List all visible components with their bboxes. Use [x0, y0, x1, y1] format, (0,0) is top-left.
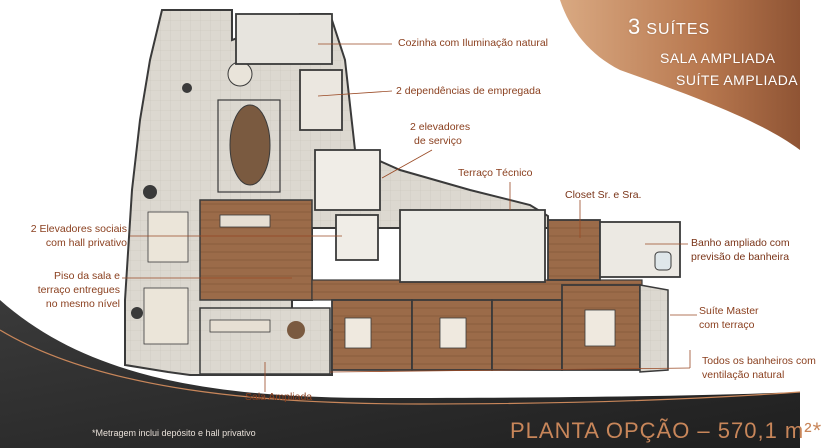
- label-piso-1: Piso da sala e: [54, 270, 120, 282]
- hall-bedrooms: [491, 299, 563, 371]
- label-elevadores-sociais-1: 2 Elevadores sociais: [30, 223, 127, 235]
- bed-2: [439, 317, 467, 349]
- service-block: [299, 69, 343, 131]
- social-elevator-core: [335, 214, 379, 261]
- planter: [143, 185, 157, 199]
- footer-title: PLANTA OPÇÃO – 570,1 m²*: [510, 418, 822, 443]
- planter: [131, 307, 143, 319]
- header-suites: 3 SUÍTES: [628, 14, 710, 40]
- label-banho-2: previsão de banheira: [691, 251, 790, 263]
- service-elevator-core: [314, 149, 381, 211]
- round-table: [227, 61, 253, 87]
- header-band: [560, 0, 800, 150]
- bedroom-1: [331, 299, 413, 371]
- closet: [547, 219, 601, 281]
- label-elevadores-servico-1: 2 elevadores: [410, 121, 471, 133]
- label-sala-ampliada: Sala Ampliada: [245, 391, 313, 403]
- lounge-set: [147, 211, 189, 263]
- label-elevadores-servico-2: de serviço: [414, 135, 462, 147]
- footer-note: *Metragem inclui depósito e hall privati…: [92, 428, 256, 438]
- label-banheiros-1: Todos os banheiros com: [702, 355, 816, 367]
- label-dependencias: 2 dependências de empregada: [396, 85, 541, 97]
- bathtub: [654, 251, 672, 271]
- core-rooms: [399, 209, 546, 283]
- leader-line: [381, 149, 433, 179]
- leader-line: [329, 367, 691, 373]
- label-piso-3: no mesmo nível: [45, 298, 120, 310]
- leader-line: [317, 90, 393, 97]
- header-suites-number: 3: [628, 14, 641, 39]
- label-closet: Closet Sr. e Sra.: [565, 189, 642, 201]
- copper-curve-line: [0, 329, 801, 405]
- sofa: [209, 319, 271, 333]
- label-cozinha: Cozinha com Iluminação natural: [398, 37, 548, 49]
- dining-table: [229, 104, 271, 186]
- planter: [182, 83, 192, 93]
- coffee-table: [287, 321, 305, 339]
- bed-1: [344, 317, 372, 349]
- label-piso-2: terraço entregues: [37, 284, 120, 296]
- sofa: [219, 214, 271, 228]
- header-suites-word: SUÍTES: [646, 21, 711, 38]
- kitchen-area: [235, 13, 333, 65]
- master-bed: [584, 309, 616, 347]
- label-banheiros-2: ventilação natural: [702, 369, 785, 381]
- master-terrace: [639, 284, 669, 373]
- header-suite-ampliada: SUÍTE AMPLIADA: [676, 72, 799, 88]
- label-banho-1: Banho ampliado com: [691, 237, 790, 249]
- dark-background-corner: [0, 300, 800, 448]
- floor-plan-illustration: [0, 0, 801, 448]
- lounge-set: [143, 287, 189, 345]
- label-suite-master-1: Suíte Master: [699, 305, 759, 317]
- label-elevadores-sociais-2: com hall privativo: [45, 237, 127, 249]
- label-suite-master-2: com terraço: [699, 319, 755, 331]
- label-terraco-tecnico: Terraço Técnico: [458, 167, 533, 179]
- header-sala-ampliada: SALA AMPLIADA: [660, 50, 776, 66]
- dining-area: [217, 99, 281, 193]
